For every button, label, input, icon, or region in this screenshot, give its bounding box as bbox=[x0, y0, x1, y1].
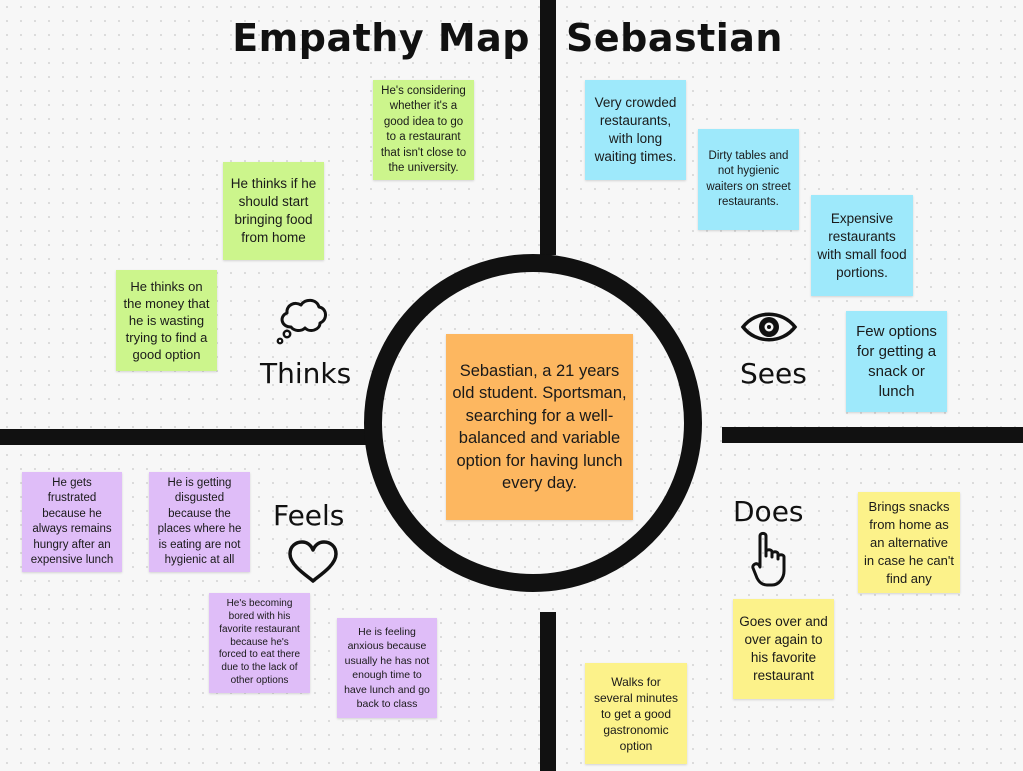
heart-icon bbox=[288, 540, 338, 583]
map-title: Empathy Map bbox=[232, 16, 530, 60]
thinks-label: Thinks bbox=[260, 357, 352, 390]
thought-bubble-icon bbox=[276, 298, 327, 345]
divider-right bbox=[722, 427, 1023, 443]
eye-icon bbox=[740, 312, 798, 342]
sees-note-1[interactable]: Very crowded restaurants, with long wait… bbox=[585, 80, 686, 180]
does-label: Does bbox=[733, 495, 804, 528]
does-note-3[interactable]: Walks for several minutes to get a good … bbox=[585, 663, 687, 764]
feels-note-3[interactable]: He's becoming bored with his favorite re… bbox=[209, 593, 310, 693]
divider-bottom bbox=[540, 612, 556, 771]
persona-note[interactable]: Sebastian, a 21 years old student. Sport… bbox=[446, 334, 633, 520]
sees-note-2[interactable]: Dirty tables and not hygienic waiters on… bbox=[698, 129, 799, 230]
feels-label: Feels bbox=[273, 499, 345, 532]
feels-note-1[interactable]: He gets frustrated because he always rem… bbox=[22, 472, 122, 572]
sees-label: Sees bbox=[740, 357, 807, 390]
divider-top bbox=[540, 0, 556, 255]
feels-note-2[interactable]: He is getting disgusted because the plac… bbox=[149, 472, 250, 572]
pointing-hand-icon bbox=[751, 531, 786, 587]
persona-name: Sebastian bbox=[566, 16, 783, 60]
thinks-note-1[interactable]: He's considering whether it's a good ide… bbox=[373, 80, 474, 180]
sees-note-4[interactable]: Few options for getting a snack or lunch bbox=[846, 311, 947, 412]
thinks-note-2[interactable]: He thinks if he should start bringing fo… bbox=[223, 162, 324, 260]
feels-note-4[interactable]: He is feeling anxious because usually he… bbox=[337, 618, 437, 718]
divider-left bbox=[0, 429, 368, 445]
does-note-1[interactable]: Brings snacks from home as an alternativ… bbox=[858, 492, 960, 593]
thinks-note-3[interactable]: He thinks on the money that he is wastin… bbox=[116, 270, 217, 371]
sees-note-3[interactable]: Expensive restaurants with small food po… bbox=[811, 195, 913, 296]
does-note-2[interactable]: Goes over and over again to his favorite… bbox=[733, 599, 834, 699]
